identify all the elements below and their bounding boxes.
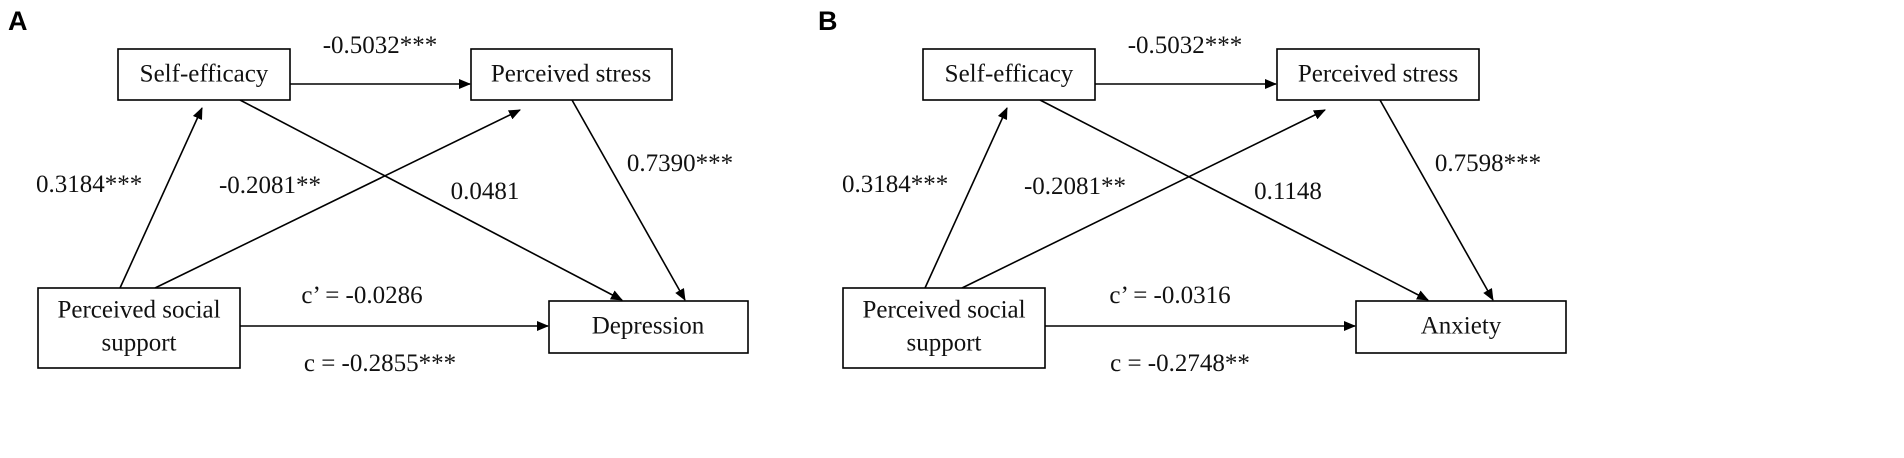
coef-total-effect-c: c = -0.2855*** (304, 350, 456, 377)
node-perceived-social-support: Perceived social support (842, 287, 1046, 369)
node-perceived-stress: Perceived stress (470, 48, 673, 101)
coef-direct-effect-c-prime: c’ = -0.0316 (1109, 282, 1230, 309)
panel-letter: B (818, 6, 838, 36)
node-self-efficacy: Self-efficacy (922, 48, 1096, 101)
arrow-social-support-to-self-efficacy (119, 107, 203, 289)
coef-total-effect-c: c = -0.2748** (1110, 350, 1250, 377)
arrow-social-support-to-perceived-stress (961, 109, 1326, 289)
panel-b: B Self-efficacy Perceived stress Perceiv… (818, 6, 1567, 377)
coef-support-to-stress: -0.2081** (1024, 173, 1126, 200)
coef-self-efficacy-to-stress: -0.5032*** (1128, 32, 1243, 59)
arrow-social-support-to-self-efficacy (924, 107, 1008, 289)
coef-stress-to-outcome: 0.7598*** (1435, 150, 1541, 177)
node-outcome: Anxiety (1355, 300, 1567, 354)
node-label-line2: support (102, 330, 177, 357)
arrow-social-support-to-perceived-stress (154, 109, 521, 289)
node-label-line1: Perceived social (862, 297, 1025, 324)
coef-self-efficacy-to-outcome: 0.0481 (451, 178, 520, 205)
node-label: Anxiety (1421, 313, 1502, 340)
node-self-efficacy: Self-efficacy (117, 48, 291, 101)
coef-support-to-stress: -0.2081** (219, 172, 321, 199)
panel-a: A Self-efficacy Perceived stress Perceiv… (8, 6, 749, 377)
node-label: Self-efficacy (945, 61, 1074, 88)
arrow-self-efficacy-to-anxiety (1039, 99, 1429, 301)
arrow-self-efficacy-to-depression (239, 99, 623, 301)
panel-letter: A (8, 6, 28, 36)
node-label: Perceived stress (491, 61, 651, 88)
node-perceived-social-support: Perceived social support (37, 287, 241, 369)
coef-stress-to-outcome: 0.7390*** (627, 150, 733, 177)
coef-support-to-self-efficacy: 0.3184*** (842, 171, 948, 198)
coef-self-efficacy-to-stress: -0.5032*** (323, 32, 438, 59)
arrow-perceived-stress-to-anxiety (1379, 99, 1494, 301)
coef-direct-effect-c-prime: c’ = -0.0286 (301, 282, 422, 309)
node-label-line1: Perceived social (57, 297, 220, 324)
coef-support-to-self-efficacy: 0.3184*** (36, 171, 142, 198)
arrow-perceived-stress-to-depression (571, 99, 686, 301)
node-label: Self-efficacy (140, 61, 269, 88)
coef-self-efficacy-to-outcome: 0.1148 (1254, 178, 1322, 205)
node-perceived-stress: Perceived stress (1276, 48, 1480, 101)
node-outcome: Depression (548, 300, 749, 354)
node-label: Perceived stress (1298, 61, 1458, 88)
node-label-line2: support (907, 330, 982, 357)
node-label: Depression (592, 313, 705, 340)
